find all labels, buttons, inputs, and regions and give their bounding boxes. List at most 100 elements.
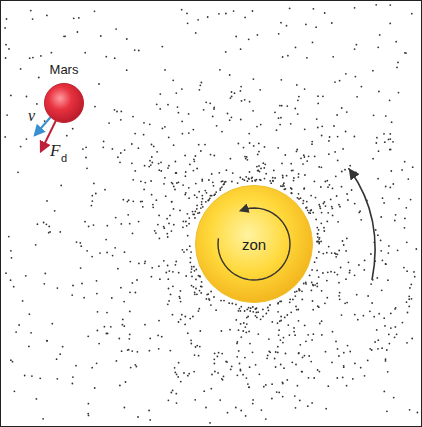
- dust-dot: [308, 155, 310, 157]
- dust-dot: [348, 261, 350, 263]
- dust-dot: [364, 375, 366, 377]
- dust-dot: [35, 244, 37, 246]
- dust-dot: [325, 351, 327, 353]
- dust-dot: [91, 200, 93, 202]
- dust-dot: [105, 56, 107, 58]
- dust-dot: [385, 186, 387, 188]
- dust-dot: [282, 175, 284, 177]
- dust-dot: [106, 312, 108, 314]
- dust-dot: [314, 181, 316, 183]
- dust-dot: [163, 183, 165, 185]
- dust-dot: [231, 116, 233, 118]
- dust-dot: [319, 371, 321, 373]
- dust-dot: [279, 105, 281, 107]
- dust-dot: [210, 154, 212, 156]
- dust-dot: [221, 330, 223, 332]
- dust-dot: [199, 212, 201, 214]
- dust-dot: [321, 334, 323, 336]
- dust-dot: [395, 326, 397, 328]
- dust-dot: [129, 291, 131, 293]
- dust-dot: [269, 351, 271, 353]
- dust-dot: [244, 179, 246, 181]
- dust-dot: [98, 343, 100, 345]
- dust-dot: [148, 410, 150, 412]
- dust-dot: [324, 12, 326, 14]
- dust-dot: [142, 206, 144, 208]
- dust-dot: [225, 51, 227, 53]
- dust-dot: [318, 229, 320, 231]
- dust-dot: [306, 160, 308, 162]
- dust-dot: [167, 265, 169, 267]
- dust-dot: [346, 385, 348, 387]
- dust-dot: [396, 67, 398, 69]
- dust-dot: [329, 184, 331, 186]
- dust-dot: [411, 298, 413, 300]
- dust-dot: [210, 388, 212, 390]
- dust-dot: [144, 324, 146, 326]
- dust-dot: [312, 212, 314, 214]
- dust-dot: [318, 166, 320, 168]
- dust-dot: [181, 121, 183, 123]
- dust-dot: [389, 149, 391, 151]
- dust-dot: [369, 310, 371, 312]
- dust-dot: [158, 169, 160, 171]
- dust-dot: [280, 79, 282, 81]
- dust-dot: [381, 347, 383, 349]
- dust-dot: [244, 156, 246, 158]
- dust-dot: [196, 293, 198, 295]
- dust-dot: [63, 35, 65, 37]
- dust-dot: [212, 116, 214, 118]
- dust-dot: [331, 362, 333, 364]
- dust-dot: [406, 270, 408, 272]
- dust-dot: [132, 233, 134, 235]
- dust-dot: [331, 206, 333, 208]
- dust-dot: [257, 34, 259, 36]
- dust-dot: [26, 96, 28, 98]
- dust-dot: [322, 253, 324, 255]
- dust-dot: [327, 186, 329, 188]
- dust-dot: [202, 206, 204, 208]
- dust-dot: [317, 369, 319, 371]
- dust-dot: [262, 162, 264, 164]
- dust-dot: [295, 47, 297, 49]
- dust-dot: [264, 178, 266, 180]
- dust-dot: [380, 216, 382, 218]
- dust-dot: [24, 375, 26, 377]
- dust-dot: [129, 334, 131, 336]
- dust-dot: [178, 362, 180, 364]
- dust-dot: [252, 110, 254, 112]
- dust-dot: [175, 172, 177, 174]
- dust-dot: [32, 57, 34, 59]
- dust-dot: [249, 171, 251, 173]
- dust-dot: [391, 121, 393, 123]
- dust-dot: [389, 187, 391, 189]
- dust-dot: [304, 325, 306, 327]
- dust-dot: [328, 153, 330, 155]
- dust-dot: [398, 198, 400, 200]
- dust-dot: [251, 180, 253, 182]
- dust-dot: [248, 178, 250, 180]
- dust-dot: [326, 221, 328, 223]
- dust-dot: [144, 262, 146, 264]
- dust-dot: [389, 343, 391, 345]
- dust-dot: [106, 252, 108, 254]
- dust-dot: [134, 364, 136, 366]
- dust-dot: [325, 408, 327, 410]
- dust-dot: [116, 111, 118, 113]
- dust-dot: [356, 294, 358, 296]
- dust-dot: [203, 390, 205, 392]
- dust-dot: [286, 175, 288, 177]
- dust-dot: [239, 308, 241, 310]
- dust-dot: [156, 151, 158, 153]
- dust-dot: [175, 92, 177, 94]
- dust-dot: [176, 182, 178, 184]
- dust-dot: [280, 117, 282, 119]
- dust-dot: [181, 88, 183, 90]
- dust-dot: [301, 299, 303, 301]
- dust-dot: [373, 316, 375, 318]
- dust-dot: [335, 175, 337, 177]
- dust-dot: [29, 57, 31, 59]
- dust-dot: [248, 133, 250, 135]
- dust-dot: [277, 302, 279, 304]
- dust-dot: [269, 304, 271, 306]
